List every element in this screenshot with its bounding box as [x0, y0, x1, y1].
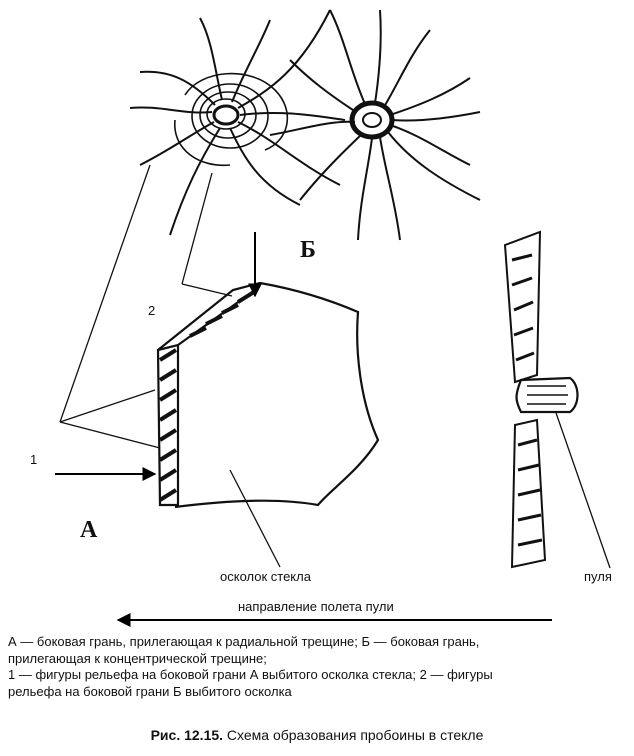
legend-line: рельефа на боковой грани Б выбитого оско…	[8, 683, 292, 699]
label-2: 2	[148, 303, 156, 318]
label-bullet: пуля	[584, 569, 612, 584]
label-b: Б	[300, 237, 316, 263]
label-flight-direction: направление полета пули	[238, 599, 394, 614]
label-a: А	[80, 517, 98, 543]
label-1: 1	[30, 452, 38, 467]
bullet-icon	[515, 376, 579, 414]
figure-number: Рис. 12.15.	[150, 727, 224, 743]
legend-line: прилегающая к концентрической трещине;	[8, 650, 267, 666]
glass-pane-side-view	[503, 230, 547, 569]
label-glass-fragment: осколок стекла	[220, 569, 311, 584]
legend-line: А — боковая грань, прилегающая к радиаль…	[8, 634, 480, 649]
crack-pattern-radial	[269, 9, 481, 241]
figure-legend: А — боковая грань, прилегающая к радиаль…	[8, 634, 626, 700]
fragment-face-a-hatching	[158, 348, 178, 502]
crack-pattern-concentric	[129, 9, 346, 236]
glass-fragment	[156, 281, 380, 509]
figure-caption: Рис. 12.15. Схема образования пробоины в…	[0, 727, 634, 743]
legend-line: 1 — фигуры рельефа на боковой грани А вы…	[8, 667, 493, 682]
figure-title: Схема образования пробоины в стекле	[226, 727, 484, 743]
leader-lines	[59, 164, 611, 569]
